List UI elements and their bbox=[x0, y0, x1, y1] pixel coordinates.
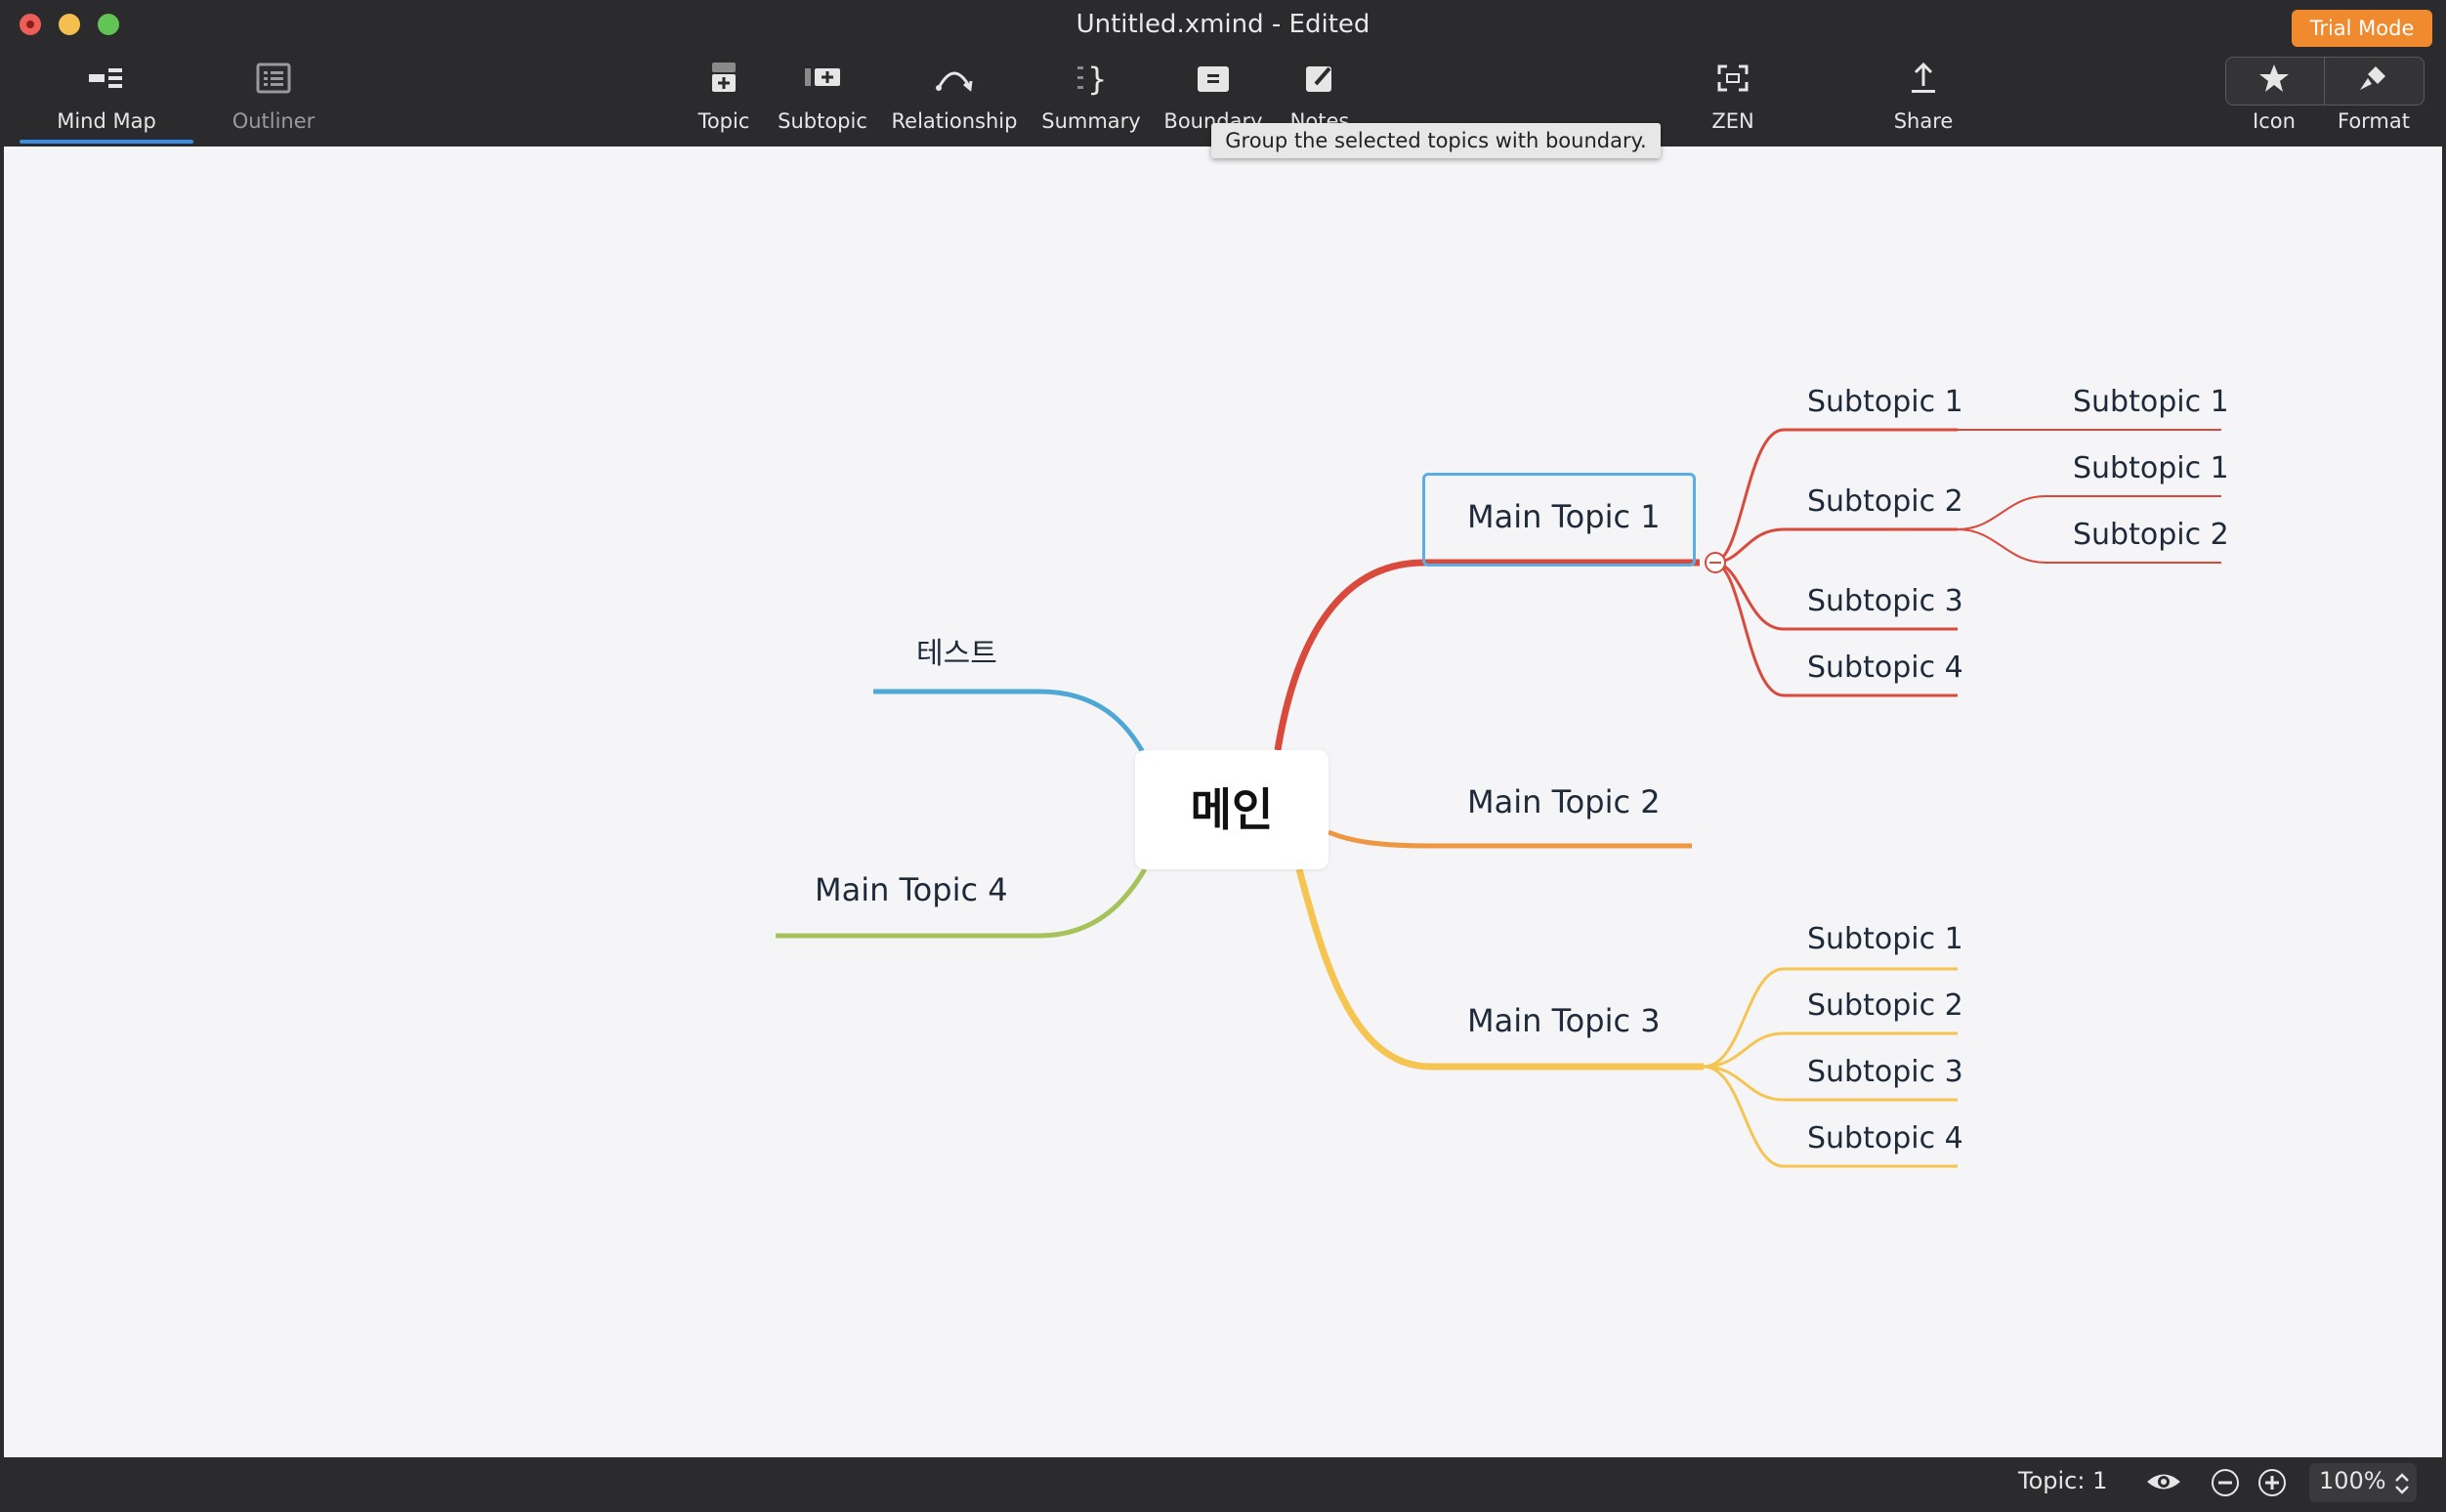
tab-mind-map[interactable]: Mind Map bbox=[20, 61, 193, 143]
format-panel-button[interactable]: Format bbox=[2325, 61, 2423, 143]
minimize-window-button[interactable] bbox=[59, 14, 80, 35]
sub-line-t1-s2-c2 bbox=[1957, 528, 2221, 564]
star-icon bbox=[2225, 61, 2323, 96]
relationship-icon bbox=[889, 61, 1020, 96]
maximize-window-button[interactable] bbox=[98, 14, 119, 35]
share-button[interactable]: Share bbox=[1879, 61, 1967, 143]
topic-main-topic-1[interactable]: Main Topic 1 bbox=[1467, 498, 1661, 535]
subtopic-t1-4[interactable]: Subtopic 4 bbox=[1807, 651, 1963, 685]
notes-icon bbox=[1280, 61, 1360, 96]
stepper-chevrons-icon bbox=[2395, 1473, 2409, 1494]
mind-map-canvas[interactable]: 메인 테스트 Main Topic 4 Main Topic 1 Main To… bbox=[4, 147, 2442, 1457]
subtopic-t3-1[interactable]: Subtopic 1 bbox=[1807, 922, 1963, 956]
sub-line-t1-s2-c1 bbox=[1957, 495, 2221, 530]
subtopic-button[interactable]: Subtopic bbox=[772, 61, 873, 143]
selection-outline bbox=[1422, 473, 1696, 567]
subtopic-t3-3[interactable]: Subtopic 3 bbox=[1807, 1055, 1963, 1089]
share-upload-icon bbox=[1879, 61, 1967, 96]
zoom-in-icon[interactable] bbox=[2256, 1467, 2288, 1504]
outliner-icon bbox=[225, 61, 322, 96]
connector-lines bbox=[776, 428, 2221, 1168]
status-bar: Topic: 1 100% bbox=[4, 1457, 2442, 1508]
active-tab-indicator bbox=[20, 140, 193, 144]
sub-line-t3-s2 bbox=[1703, 1031, 1958, 1069]
add-subtopic-icon bbox=[772, 61, 873, 96]
sub-line-t1-s2 bbox=[1712, 527, 1958, 565]
subtopic-t3-4[interactable]: Subtopic 4 bbox=[1807, 1121, 1963, 1155]
sub-line-t3-s3 bbox=[1703, 1065, 1958, 1102]
tab-outliner[interactable]: Outliner bbox=[225, 61, 322, 143]
topic-main-topic-2[interactable]: Main Topic 2 bbox=[1467, 783, 1661, 820]
relationship-button[interactable]: Relationship bbox=[889, 61, 1020, 143]
trial-mode-button[interactable]: Trial Mode bbox=[2292, 10, 2432, 47]
zoom-out-icon[interactable] bbox=[2210, 1467, 2241, 1504]
topic-main-topic-4[interactable]: Main Topic 4 bbox=[815, 871, 1008, 908]
format-brush-icon bbox=[2325, 61, 2423, 96]
subtopic-t1-1[interactable]: Subtopic 1 bbox=[1807, 385, 1963, 419]
subtopic-t1-2-2[interactable]: Subtopic 2 bbox=[2073, 518, 2229, 552]
central-topic[interactable]: 메인 bbox=[1135, 750, 1328, 869]
topic-main-topic-3[interactable]: Main Topic 3 bbox=[1467, 1002, 1661, 1039]
app-window: Untitled.xmind - Edited Trial Mode Mind … bbox=[4, 2, 2442, 1508]
subtopic-t1-2-1[interactable]: Subtopic 1 bbox=[2073, 451, 2229, 485]
toolbar: Untitled.xmind - Edited Trial Mode Mind … bbox=[4, 2, 2442, 147]
boundary-tooltip: Group the selected topics with boundary. bbox=[1211, 123, 1661, 158]
sub-line-t3-s1 bbox=[1703, 967, 1958, 1069]
svg-text:}: } bbox=[1087, 61, 1107, 96]
mind-map-icon bbox=[20, 61, 193, 96]
branch-line-main-topic-4 bbox=[776, 867, 1148, 939]
window-title: Untitled.xmind - Edited bbox=[1075, 10, 1371, 39]
topic-count: Topic: 1 bbox=[2018, 1467, 2108, 1494]
subtopic-t1-2[interactable]: Subtopic 2 bbox=[1807, 484, 1963, 519]
topic-test[interactable]: 테스트 bbox=[916, 637, 997, 671]
branch-line-main-topic-2 bbox=[1328, 829, 1692, 849]
fullscreen-icon bbox=[1694, 61, 1772, 96]
zoom-level-select[interactable]: 100% bbox=[2309, 1463, 2417, 1502]
icon-panel-button[interactable]: Icon bbox=[2225, 61, 2323, 143]
branch-line-test bbox=[873, 689, 1148, 758]
subtopic-t1-3[interactable]: Subtopic 3 bbox=[1807, 584, 1963, 618]
eye-icon[interactable] bbox=[2145, 1465, 2182, 1504]
topic-button[interactable]: Topic bbox=[682, 61, 766, 143]
summary-brace-icon: } bbox=[1037, 61, 1145, 96]
icon-format-segment bbox=[2225, 57, 2425, 105]
zoom-level-value: 100% bbox=[2319, 1467, 2386, 1494]
branch-line-main-topic-1 bbox=[1274, 559, 1700, 751]
subtopic-t1-1-1[interactable]: Subtopic 1 bbox=[2073, 385, 2229, 419]
zen-button[interactable]: ZEN bbox=[1694, 61, 1772, 143]
close-window-button[interactable] bbox=[20, 14, 41, 35]
add-topic-icon bbox=[682, 61, 766, 96]
branch-line-main-topic-3 bbox=[1295, 868, 1704, 1071]
subtopic-t3-2[interactable]: Subtopic 2 bbox=[1807, 988, 1963, 1023]
summary-button[interactable]: } Summary bbox=[1037, 61, 1145, 143]
sub-line-t3-s4 bbox=[1703, 1065, 1958, 1168]
boundary-icon bbox=[1162, 61, 1264, 96]
